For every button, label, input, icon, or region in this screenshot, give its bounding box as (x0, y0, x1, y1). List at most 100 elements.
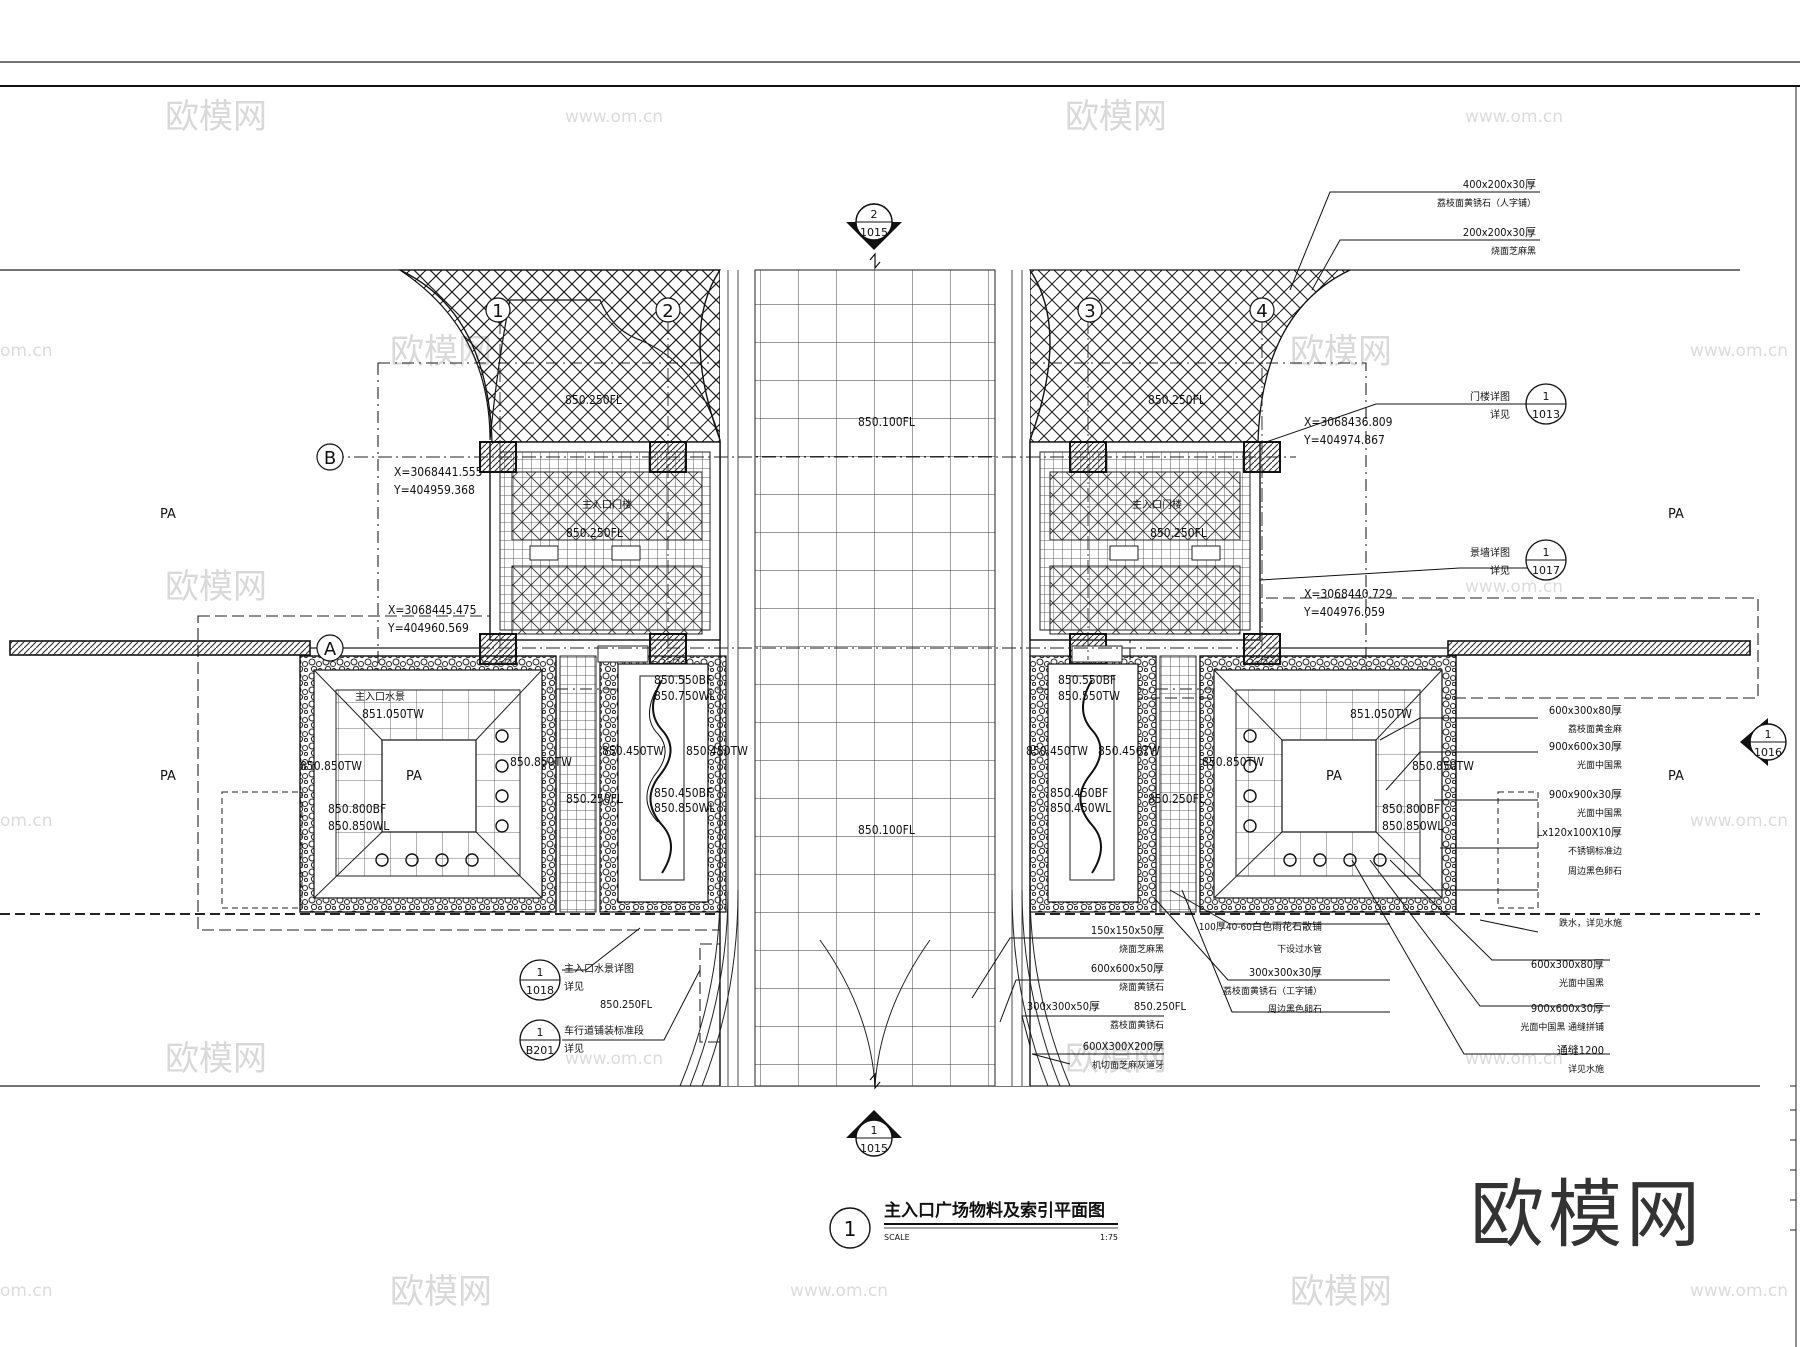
svg-text:光面中国黑 通缝拼铺: 光面中国黑 通缝拼铺 (1520, 1021, 1604, 1033)
svg-text:跌水，详见水施: 跌水，详见水施 (1559, 917, 1622, 929)
watermark-url: om.cn (0, 1281, 53, 1301)
svg-text:400x200x30厚: 400x200x30厚 (1463, 178, 1536, 191)
elevation-label: 850.850TW (1412, 759, 1474, 773)
svg-text:机切面芝麻灰道牙: 机切面芝麻灰道牙 (1092, 1059, 1164, 1071)
pa-label: PA (406, 769, 422, 784)
svg-text:850.250FL: 850.250FL (600, 998, 653, 1011)
central-road (679, 252, 1071, 1090)
svg-text:光面中国黑: 光面中国黑 (1577, 807, 1622, 819)
watermark-logo: 欧模网 (1290, 1272, 1392, 1312)
elevation-label: 851.050TW (1350, 707, 1412, 721)
elevation-label: 850.750WL (654, 689, 715, 703)
elevation-label: 850.850TW (300, 759, 362, 773)
elevation-label: 850.250FL (1150, 526, 1207, 540)
watermark-logo: 欧模网 (165, 567, 267, 607)
elevation-label: 850.250FL (566, 526, 623, 540)
svg-text:周边黑色卵石: 周边黑色卵石 (1568, 865, 1622, 877)
svg-text:150x150x50厚: 150x150x50厚 (1091, 924, 1164, 937)
gate-label: 主入口门楼 (582, 498, 632, 511)
coordinate-y: Y=404959.368 (393, 483, 475, 497)
svg-text:600x300x80厚: 600x300x80厚 (1549, 704, 1622, 717)
section-mark-top: 2 1015 (846, 203, 902, 250)
svg-text:光面中国黑: 光面中国黑 (1559, 977, 1604, 989)
gate-label: 主入口门楼 (1132, 498, 1182, 511)
watermark-url: www.om.cn (1690, 1281, 1788, 1301)
axis-label: 1 (492, 301, 503, 322)
watermark-url: www.om.cn (1690, 811, 1788, 831)
grid-bubbles: 1 2 3 4 B A (316, 297, 1275, 662)
elevation-label: 850.450BF (654, 786, 712, 800)
svg-text:光面中国黑: 光面中国黑 (1577, 759, 1622, 771)
scale-value: 1:75 (1100, 1233, 1118, 1242)
watermark-url: www.om.cn (1690, 341, 1788, 361)
section-number: 2 (871, 208, 878, 221)
wall-right (1447, 640, 1751, 656)
svg-text:详见: 详见 (1490, 408, 1510, 421)
axis-label: B (324, 448, 336, 469)
callouts-bottom-right: 100厚40-60白色雨花石散铺 下设过水管 300x300x30厚 荔枝面黄锈… (1199, 920, 1604, 1075)
elevation-label: 850.800BF (328, 802, 386, 816)
svg-text:下设过水管: 下设过水管 (1277, 943, 1322, 955)
svg-text:烧面黄锈石: 烧面黄锈石 (1119, 981, 1164, 993)
elevation-label: 850.550TW (1058, 689, 1120, 703)
watermark-logo: 欧模网 (1290, 332, 1392, 372)
svg-text:荔枝面黄金麻: 荔枝面黄金麻 (1568, 723, 1622, 735)
svg-text:详见水施: 详见水施 (1568, 1063, 1604, 1075)
elevation-label: 850.850TW (1202, 755, 1264, 769)
svg-text:900x600x30厚: 900x600x30厚 (1549, 740, 1622, 753)
scale-label: SCALE (884, 1233, 910, 1242)
svg-text:荔枝面黄锈石（人字铺）: 荔枝面黄锈石（人字铺） (1437, 197, 1536, 209)
elevation-label: 850.550BF (1058, 673, 1116, 687)
svg-text:烧面芝麻黑: 烧面芝麻黑 (1491, 245, 1536, 257)
detail-ref-water: 1 1018 主入口水景详图 详见 (519, 959, 634, 1001)
elevation-label: 850.250FL (1148, 792, 1205, 806)
svg-text:900x600x30厚: 900x600x30厚 (1531, 1002, 1604, 1015)
svg-text:烧面芝麻黑: 烧面芝麻黑 (1119, 943, 1164, 955)
section-sheet: 1015 (860, 226, 888, 239)
svg-text:不锈钢标准边: 不锈钢标准边 (1568, 845, 1622, 857)
svg-text:景墙详图: 景墙详图 (1470, 546, 1510, 559)
watermark-logo: 欧模网 (165, 1039, 267, 1079)
elevation-label: 850.250FL (1148, 393, 1205, 407)
coordinate-x: X=3068440.729 (1304, 587, 1393, 601)
svg-text:200x200x30厚: 200x200x30厚 (1463, 226, 1536, 239)
svg-text:1: 1 (1543, 546, 1550, 559)
svg-text:B201: B201 (526, 1044, 555, 1057)
svg-text:600x600x50厚: 600x600x50厚 (1091, 962, 1164, 975)
svg-text:门楼详图: 门楼详图 (1470, 390, 1510, 403)
svg-text:300x300x50厚: 300x300x50厚 (1027, 1000, 1100, 1013)
svg-text:车行道铺装标准段: 车行道铺装标准段 (564, 1024, 644, 1037)
gate-right (1029, 441, 1281, 665)
water-label: 主入口水景 (355, 691, 405, 703)
detail-ref-wall: 景墙详图 详见 1 1017 (1470, 539, 1567, 581)
section-sheet: 1015 (860, 1142, 888, 1155)
drawing-number: 1 (844, 1217, 857, 1241)
svg-text:600X300X200厚: 600X300X200厚 (1083, 1040, 1164, 1053)
gate-left (479, 441, 721, 665)
elevation-labels: 850.250FL 850.250FL 850.100FL 850.250FL … (300, 393, 1474, 837)
elevation-label: 850.850WL (1382, 819, 1443, 833)
elevation-label: 850.450TW (602, 744, 664, 758)
elevation-label: 850.450TW (686, 744, 748, 758)
svg-text:900x900x30厚: 900x900x30厚 (1549, 788, 1622, 801)
watermark-logo: 欧模网 (1065, 97, 1167, 137)
elevation-label: 850.250FL (565, 393, 622, 407)
wall-left (9, 640, 311, 656)
section-mark-bottom: 1 1015 (846, 1110, 902, 1157)
svg-text:荔枝面黄锈石（工字铺）: 荔枝面黄锈石（工字铺） (1223, 985, 1322, 997)
elevation-label: 850.450WL (1050, 801, 1111, 815)
coordinate-labels: X=3068441.555 Y=404959.368 X=3068445.475… (387, 415, 1393, 635)
svg-text:详见: 详见 (564, 980, 584, 993)
coordinate-x: X=3068436.809 (1304, 415, 1393, 429)
drawing-title-text: 主入口广场物料及索引平面图 (884, 1200, 1105, 1221)
section-number: 1 (871, 1124, 878, 1137)
watermark-url: om.cn (0, 341, 53, 361)
title-block-edge (1790, 1085, 1796, 1231)
callouts-right: 600x300x80厚 荔枝面黄金麻 900x600x30厚 光面中国黑 900… (1537, 704, 1622, 929)
elevation-label: 850.850TW (510, 755, 572, 769)
detail-ref-gate: 门楼详图 详见 1 1013 (1470, 383, 1567, 425)
svg-text:详见: 详见 (1490, 564, 1510, 577)
axis-label: 4 (1256, 301, 1267, 322)
svg-text:300x300x30厚: 300x300x30厚 (1249, 966, 1322, 979)
